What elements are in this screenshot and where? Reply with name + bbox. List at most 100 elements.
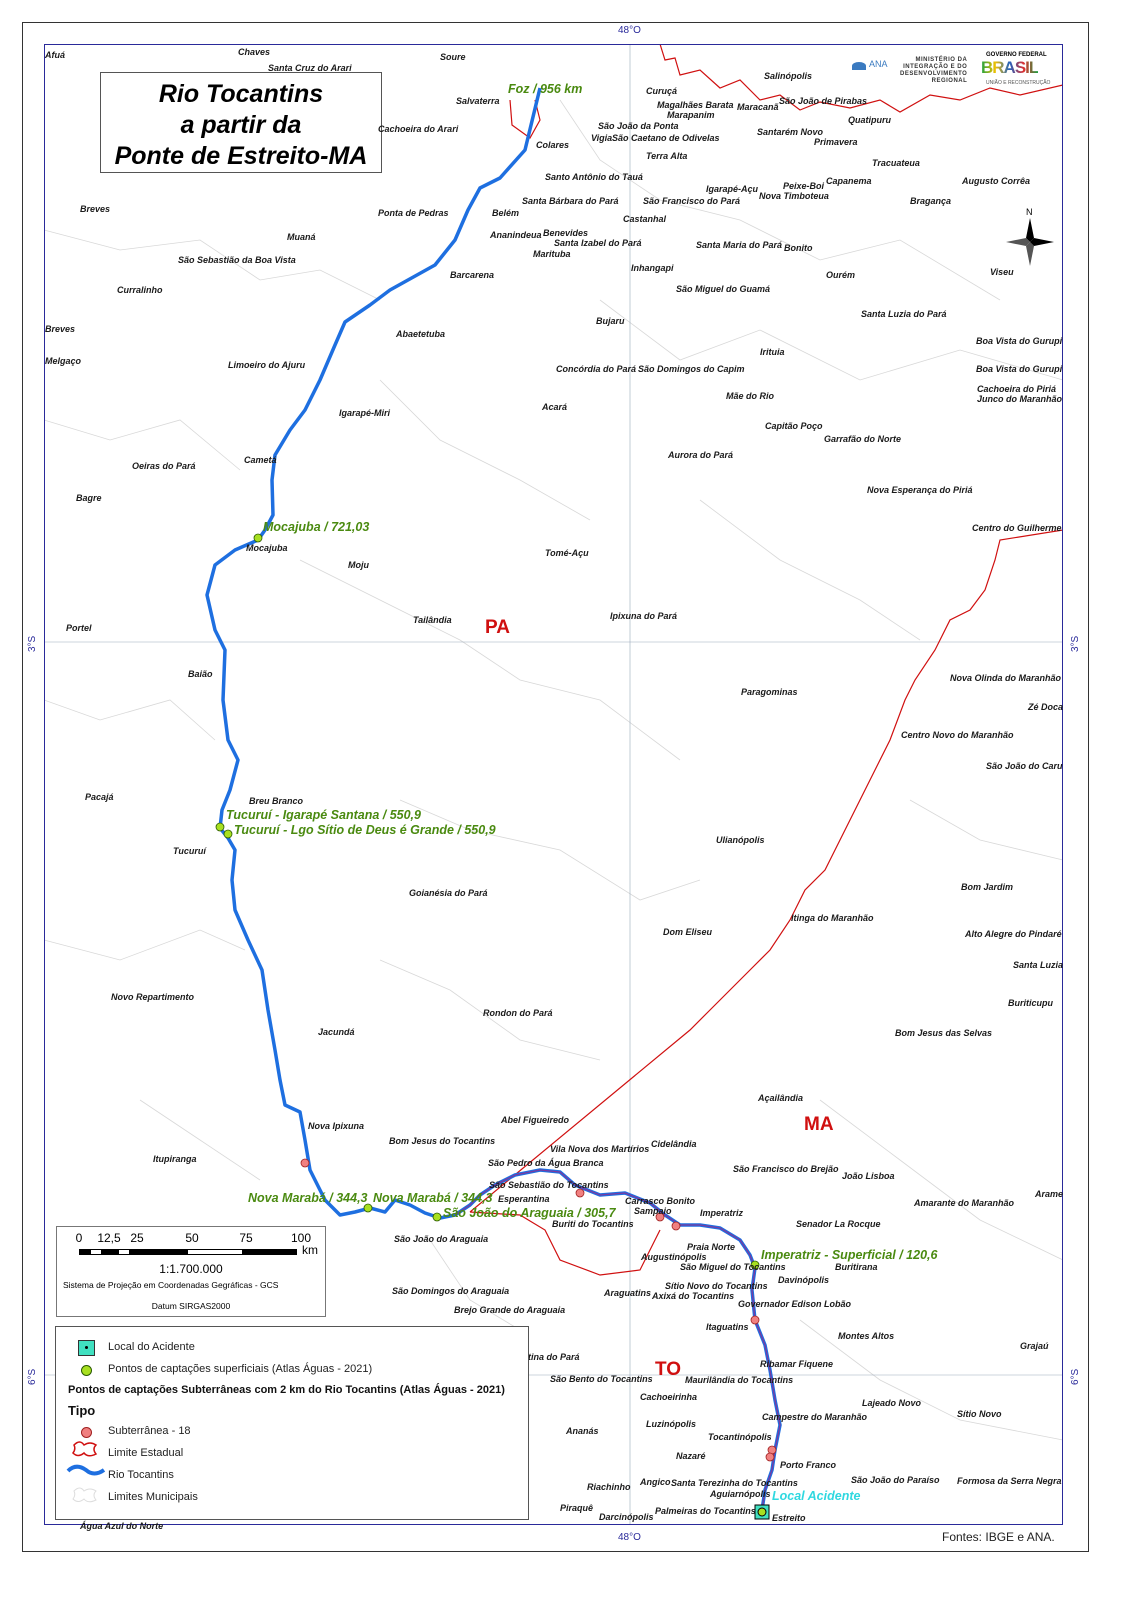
city-label: Vila Nova dos Martírios — [550, 1144, 650, 1154]
legend-river: Rio Tocantins — [108, 1469, 174, 1481]
city-label: Pacajá — [85, 792, 114, 802]
city-label: Barcarena — [450, 270, 495, 280]
city-label: Santarém Novo — [757, 127, 824, 137]
city-label: Luzinópolis — [646, 1419, 696, 1429]
city-label: Esperantina — [498, 1194, 550, 1204]
scale-tick: 0 — [75, 1231, 83, 1245]
city-label: São Caetano de Odivelas — [612, 133, 720, 143]
city-label: Lajeado Novo — [862, 1398, 922, 1408]
city-label: Cachoeira do Arari — [378, 124, 459, 134]
compass-rose-icon — [1006, 218, 1054, 266]
ground-point — [300, 1158, 310, 1168]
city-label: Campestre do Maranhão — [762, 1412, 868, 1422]
ground-point — [655, 1212, 665, 1222]
page-border — [22, 22, 1089, 1552]
ground-point — [750, 1315, 760, 1325]
city-label: Abel Figueiredo — [501, 1115, 570, 1125]
municipal-limit-legend-icon — [72, 1487, 97, 1503]
city-label: Amarante do Maranhão — [914, 1198, 1015, 1208]
scale-tick: 100 — [290, 1231, 312, 1245]
city-label: Melgaço — [45, 356, 82, 366]
city-label: Piraquê — [560, 1503, 594, 1513]
city-label: Ulianópolis — [716, 835, 765, 845]
title-line: Rio Tocantins — [158, 80, 324, 108]
city-label: Bagre — [76, 493, 102, 503]
city-label: Curuçá — [646, 86, 678, 96]
intake-point-label: Nova Marabá / 344,3 — [373, 1191, 493, 1205]
city-label: Estreito — [772, 1513, 806, 1523]
scale-tick: 50 — [185, 1231, 199, 1245]
city-label: Mocajuba — [246, 543, 288, 553]
city-label: Chaves — [238, 47, 271, 57]
sources: Fontes: IBGE e ANA. — [942, 1530, 1055, 1544]
city-label: Tocantinópolis — [708, 1432, 772, 1442]
city-label: Itaguatins — [706, 1322, 749, 1332]
projection: Sistema de Projeção em Coordenadas Gegrá… — [63, 1280, 279, 1290]
city-label: Curralinho — [117, 285, 163, 295]
brasil-logo: BRASIL — [981, 58, 1039, 77]
city-label: Brejo Grande do Araguaia — [454, 1305, 566, 1315]
city-label: Irituia — [760, 347, 785, 357]
city-label: São Domingos do Capim — [638, 364, 745, 374]
city-label: Bujaru — [596, 316, 625, 326]
city-label: Salinópolis — [764, 71, 813, 81]
legend-ground: Subterrânea - 18 — [108, 1425, 191, 1437]
ground-point-legend-icon — [81, 1427, 92, 1438]
city-label: Nova Ipixuna — [308, 1121, 365, 1131]
city-label: Palmeiras do Tocantins — [655, 1506, 756, 1516]
scale-tick: 12,5 — [97, 1231, 121, 1245]
ministry-line: DESENVOLVIMENTO — [900, 71, 968, 77]
city-label: Carrasco Bonito — [625, 1196, 696, 1206]
city-label: Benevides — [543, 228, 589, 238]
city-label: tina do Pará — [528, 1352, 580, 1362]
surface-points — [215, 533, 760, 1270]
city-label: Maurilândia do Tocantins — [685, 1375, 794, 1385]
city-label: Grajaú — [1020, 1341, 1049, 1351]
city-label: Arame — [1035, 1189, 1064, 1199]
city-label: Primavera — [814, 137, 858, 147]
city-label: Igarapé-Açu — [706, 184, 759, 194]
city-label: Nova Olinda do Maranhão — [950, 673, 1062, 683]
city-label: Mãe do Rio — [726, 391, 775, 401]
gov-sub: UNIÃO E RECONSTRUÇÃO — [986, 80, 1051, 86]
city-label: Igarapé-Miri — [339, 408, 391, 418]
ministry-line: MINISTÉRIO DA — [915, 57, 968, 63]
city-label: Inhangapi — [631, 263, 674, 273]
city-label: Baião — [188, 669, 213, 679]
city-label: Santa Izabel do Pará — [554, 238, 642, 248]
city-label: Sítio Novo do Tocantins — [665, 1281, 768, 1291]
city-label: Formosa da Serra Negra — [957, 1476, 1062, 1486]
city-label: Tailândia — [413, 615, 452, 625]
ground-points — [300, 1158, 777, 1462]
city-label: Santa Luzia do Pará — [861, 309, 947, 319]
map-frame — [44, 44, 1063, 1525]
surface-point — [432, 1212, 442, 1222]
city-label: Bonito — [784, 243, 813, 253]
city-label: Goianésia do Pará — [409, 888, 488, 898]
city-label: Boa Vista do Gurupi — [976, 336, 1063, 346]
city-label: Nazaré — [676, 1451, 706, 1461]
state-limit-legend-icon — [72, 1441, 98, 1457]
state-limit — [469, 44, 1063, 1276]
ground-point — [575, 1188, 585, 1198]
city-label: Portel — [66, 623, 92, 633]
legend-state-limit: Limite Estadual — [108, 1447, 184, 1459]
city-label: Bragança — [910, 196, 952, 206]
gov-label: GOVERNO FEDERAL — [986, 52, 1047, 58]
city-label: Nova Timboteua — [759, 191, 829, 201]
title-line: Ponte de Estreito-MA — [114, 142, 368, 170]
city-label: São Bento do Tocantins — [550, 1374, 653, 1384]
city-label: Afuá — [45, 50, 65, 60]
city-label: Augusto Corrêa — [962, 176, 1031, 186]
city-label: Tomé-Açu — [545, 548, 589, 558]
city-label: Governador Edison Lobão — [738, 1299, 852, 1309]
city-label: Santa Cruz do Arari — [268, 63, 352, 73]
legend-tipo: Tipo — [68, 1403, 96, 1418]
city-label: Aurora do Pará — [668, 450, 734, 460]
city-label: Santa Maria do Pará — [696, 240, 783, 250]
city-label: São Francisco do Brejão — [733, 1164, 839, 1174]
river-legend-icon — [66, 1464, 106, 1476]
datum: Datum SIRGAS2000 — [151, 1301, 231, 1311]
city-label: Dom Eliseu — [663, 927, 713, 937]
lat-label-left-3: 3°S — [27, 635, 38, 652]
